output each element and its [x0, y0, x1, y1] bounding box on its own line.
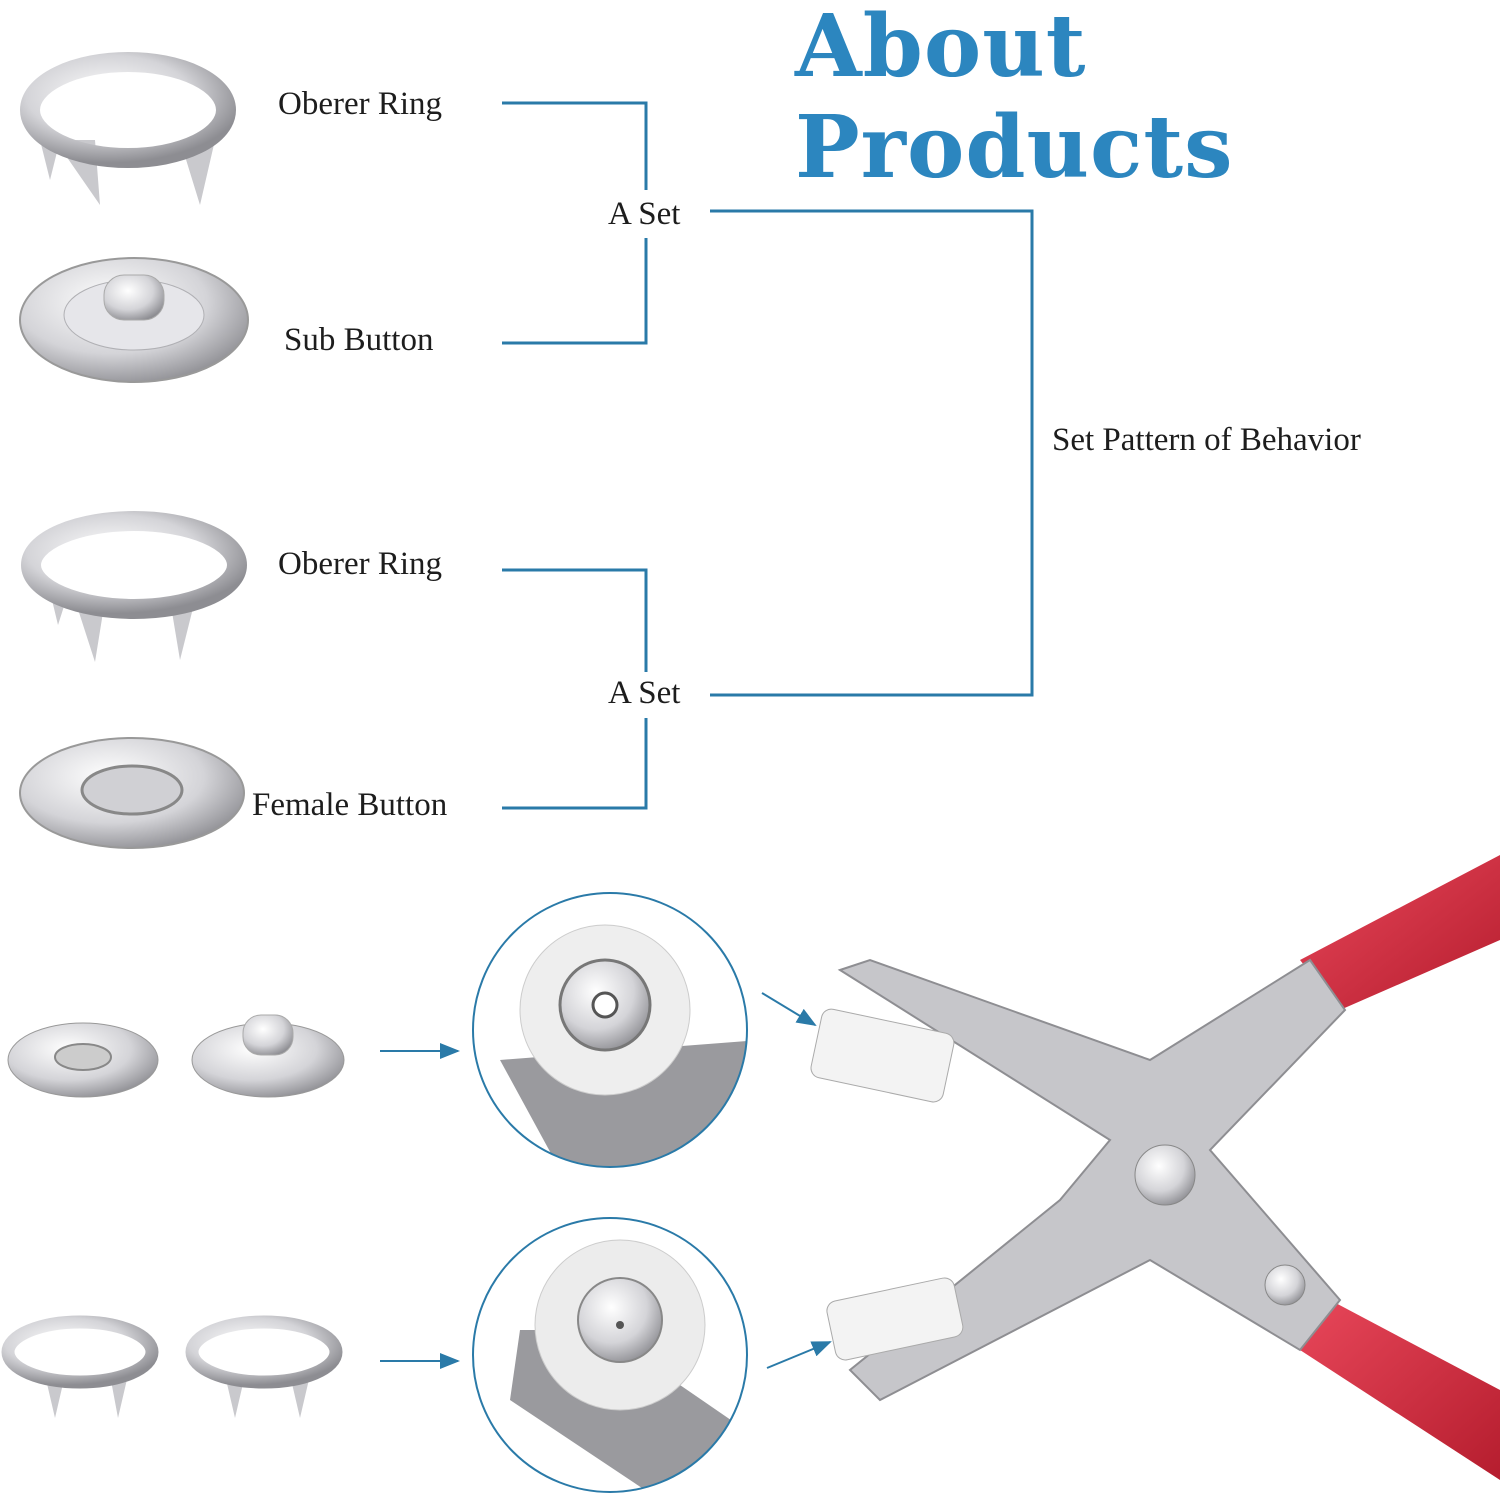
label-a-set-2: A Set — [608, 675, 681, 711]
snap-pliers-icon — [810, 855, 1500, 1480]
label-oberer-ring-2: Oberer Ring — [278, 546, 443, 582]
lower-die-detail — [472, 1217, 748, 1493]
connector-lines — [502, 101, 1034, 810]
female-button-icon — [19, 737, 245, 849]
female-button-small-icon — [7, 1022, 159, 1098]
label-female-button: Female Button — [252, 787, 448, 823]
label-set-pattern: Set Pattern of Behavior — [1052, 422, 1361, 458]
label-sub-button: Sub Button — [284, 322, 434, 358]
oberer-ring-icon — [21, 511, 247, 662]
oberer-ring-small-icon — [1, 1315, 159, 1418]
label-oberer-ring-1: Oberer Ring — [278, 86, 443, 122]
page-title: About Products — [795, 0, 1234, 198]
oberer-ring-small-icon — [185, 1315, 343, 1418]
label-a-set-1: A Set — [608, 196, 681, 232]
sub-button-icon — [19, 257, 249, 383]
oberer-ring-icon — [20, 52, 236, 205]
arrows — [380, 992, 832, 1369]
upper-die-detail — [472, 892, 748, 1168]
sub-button-small-icon — [191, 1014, 345, 1098]
